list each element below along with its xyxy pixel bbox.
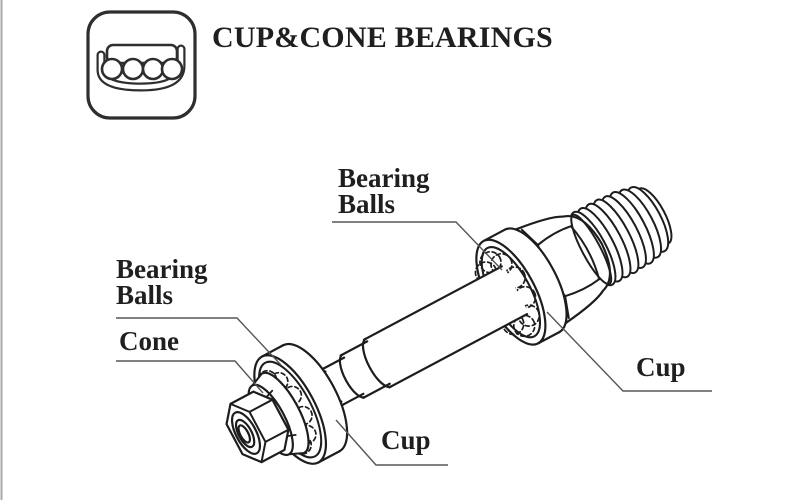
leader-cup-bottom	[335, 419, 448, 466]
icon-bearing-balls	[100, 57, 184, 81]
axle-end-face	[230, 411, 262, 455]
label-cone: Cone	[119, 326, 179, 356]
leader-cup-right	[546, 311, 712, 392]
leader-bearing-balls-left	[116, 317, 282, 366]
label-bearing-balls-top: Bearing Balls	[338, 163, 430, 219]
label-cup-right: Cup	[636, 352, 686, 382]
cup-and-cone-bearing-icon	[86, 10, 197, 120]
axle-assembly	[225, 186, 673, 465]
leader-bearing-balls-top	[332, 221, 503, 271]
axle-shaft	[362, 265, 529, 389]
page-title: CUP&CONE BEARINGS	[212, 21, 553, 54]
label-bearing-balls-left: Bearing Balls	[116, 254, 208, 310]
leader-cone	[116, 360, 264, 394]
label-cup-bottom: Cup	[381, 425, 431, 455]
leader-lines	[116, 221, 712, 466]
